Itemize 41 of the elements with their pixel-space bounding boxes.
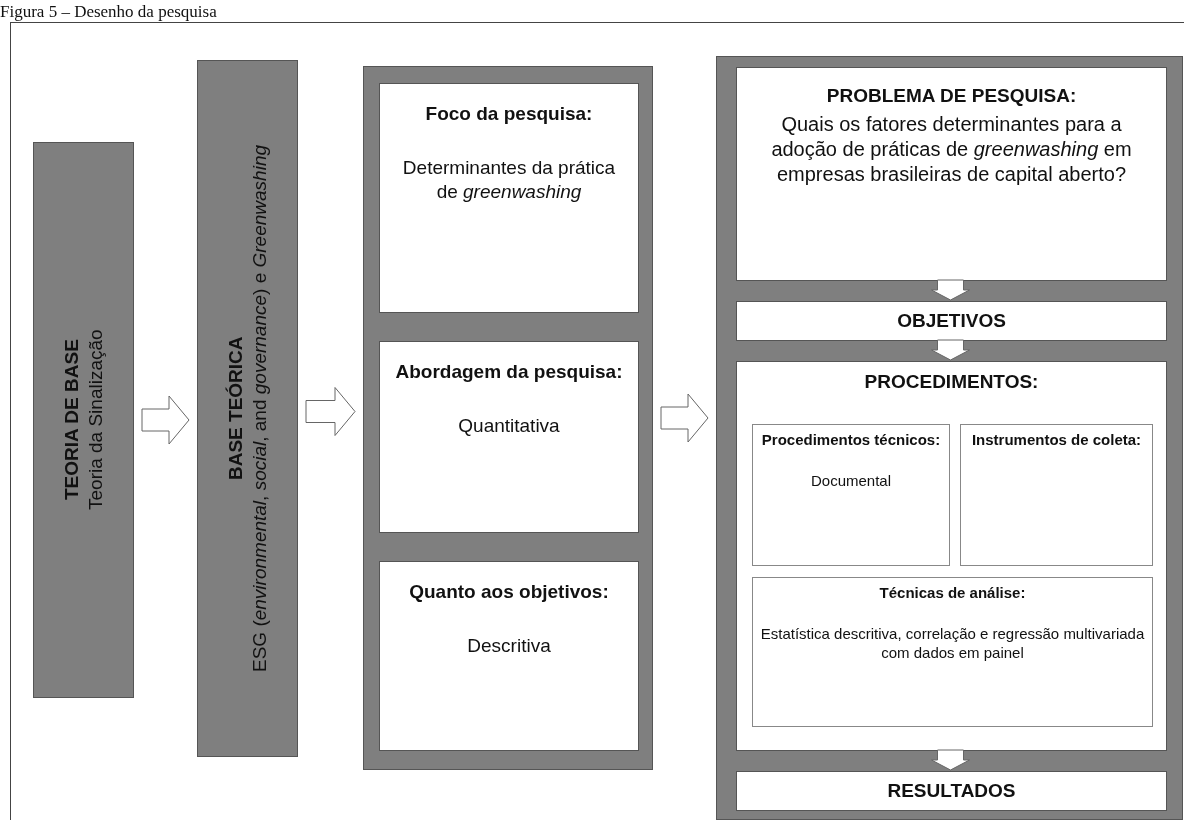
- box-text: Descritiva: [467, 633, 551, 658]
- figure-title: Figura 5 – Desenho da pesquisa: [0, 2, 217, 22]
- text-box: [736, 301, 1167, 341]
- box-heading: BASE TEÓRICA: [223, 336, 247, 481]
- group-box: [736, 361, 1167, 751]
- box-heading: PROBLEMA DE PESQUISA:: [826, 84, 1077, 108]
- box-heading: PROCEDIMENTOS:: [864, 370, 1039, 394]
- block-arrow: [931, 339, 970, 361]
- block-arrow: [931, 749, 970, 771]
- box-heading: Instrumentos de coleta:: [971, 431, 1142, 450]
- vertical-bar: [197, 60, 298, 757]
- box-text: Quais os fatores determinantes para a adoção de práticas de greenwashing em empresas brasileiras de capital aberto?: [770, 111, 1133, 187]
- text-box: [379, 341, 639, 533]
- block-arrow: [931, 279, 970, 301]
- block-arrow: [305, 387, 356, 436]
- block-arrow: [660, 393, 709, 443]
- box-text: Documental: [810, 471, 891, 491]
- text-box: [736, 67, 1167, 281]
- text-box: [752, 424, 950, 566]
- text-box: [960, 424, 1153, 566]
- box-heading: Abordagem da pesquisa:: [395, 360, 623, 384]
- text-box: [736, 771, 1167, 811]
- box-heading: TEORIA DE BASE: [59, 339, 83, 501]
- box-text: Estatística descritiva, correlação e regressão multivariada com dados em painel: [759, 624, 1146, 663]
- box-heading: Foco da pesquisa:: [425, 102, 593, 126]
- box-panel: [716, 56, 1183, 820]
- text-box: [379, 83, 639, 313]
- box-text: Determinantes da prática de greenwashing: [401, 155, 617, 204]
- box-heading: Procedimentos técnicos:: [761, 431, 941, 450]
- box-panel: [363, 66, 653, 770]
- box-text: Quantitativa: [458, 413, 560, 438]
- box-heading: Quanto aos objetivos:: [409, 580, 609, 604]
- vertical-bar: [33, 142, 134, 698]
- box-heading: Técnicas de análise:: [879, 584, 1026, 603]
- text-box: [752, 577, 1153, 727]
- box-text: Teoria da Sinalização: [83, 329, 107, 511]
- box-text: ESG (environmental, social, and governance) e Greenwashing: [247, 145, 271, 673]
- text-box: [379, 561, 639, 751]
- block-arrow: [141, 395, 190, 445]
- box-heading: RESULTADOS: [887, 779, 1016, 803]
- box-heading: OBJETIVOS: [897, 309, 1006, 333]
